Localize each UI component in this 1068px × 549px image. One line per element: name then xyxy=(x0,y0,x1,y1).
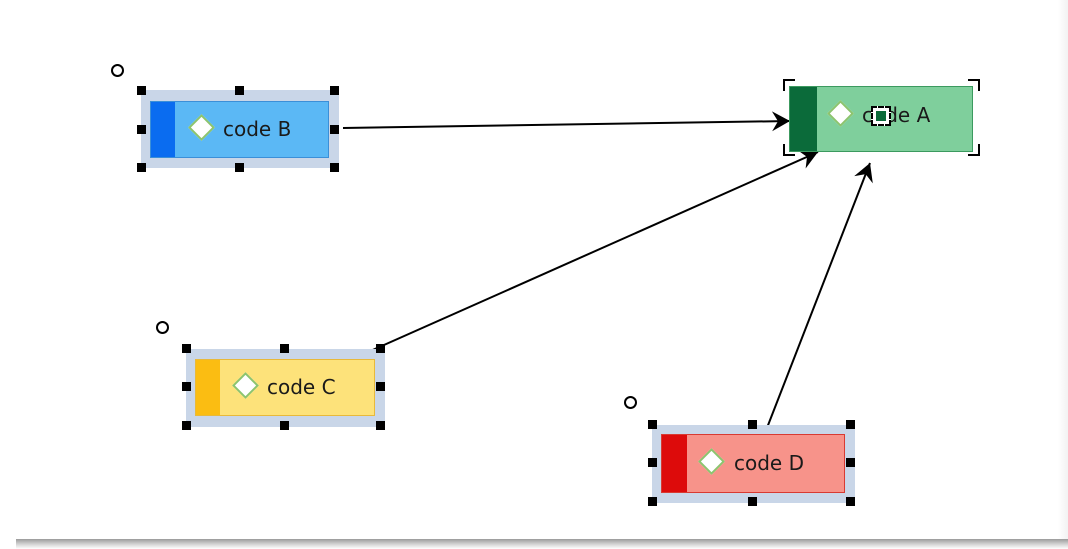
resize-handle-e[interactable] xyxy=(376,382,385,391)
resize-handle-n[interactable] xyxy=(280,344,289,353)
node-code-c[interactable]: code C xyxy=(195,359,375,416)
resize-handle-w[interactable] xyxy=(648,458,657,467)
resize-handle-se[interactable] xyxy=(376,421,385,430)
diamond-icon xyxy=(188,114,215,141)
diamond-icon xyxy=(232,372,259,399)
resize-handle-sw[interactable] xyxy=(648,497,657,506)
node-label: code C xyxy=(267,375,336,399)
node-accent-bar xyxy=(151,102,175,157)
diamond-icon xyxy=(698,448,725,475)
rotate-handle[interactable] xyxy=(624,396,637,409)
resize-handle-se[interactable] xyxy=(846,497,855,506)
resize-handle-s[interactable] xyxy=(748,497,757,506)
edge-d-to-a[interactable] xyxy=(764,162,873,434)
edge-c-to-a[interactable] xyxy=(356,150,819,358)
corner-marker-sw xyxy=(783,144,795,156)
resize-handle-ne[interactable] xyxy=(376,344,385,353)
resize-handle-e[interactable] xyxy=(846,458,855,467)
node-accent-bar xyxy=(196,360,220,415)
edge-b-to-a[interactable] xyxy=(342,111,791,132)
resize-handle-sw[interactable] xyxy=(182,421,191,430)
resize-handle-se[interactable] xyxy=(330,163,339,172)
canvas-bottom-shadow xyxy=(16,539,1068,549)
diamond-icon xyxy=(827,100,854,127)
node-code-d[interactable]: code D xyxy=(661,434,845,493)
resize-handle-w[interactable] xyxy=(137,125,146,134)
resize-handle-ne[interactable] xyxy=(846,420,855,429)
resize-handle-n[interactable] xyxy=(748,420,757,429)
corner-marker-ne xyxy=(968,79,980,91)
node-accent-bar xyxy=(662,435,687,492)
corner-marker-se xyxy=(968,144,980,156)
resize-handle-w[interactable] xyxy=(182,382,191,391)
resize-handle-ne[interactable] xyxy=(330,86,339,95)
resize-handle-s[interactable] xyxy=(235,163,244,172)
canvas-edge-shadow xyxy=(1058,0,1068,549)
connection-point-center xyxy=(876,111,886,121)
resize-handle-nw[interactable] xyxy=(182,344,191,353)
rotate-handle[interactable] xyxy=(156,321,169,334)
node-accent-bar xyxy=(790,87,817,151)
rotate-handle[interactable] xyxy=(111,64,124,77)
resize-handle-e[interactable] xyxy=(330,125,339,134)
resize-handle-n[interactable] xyxy=(235,86,244,95)
node-label: code B xyxy=(223,117,292,141)
resize-handle-nw[interactable] xyxy=(648,420,657,429)
resize-handle-nw[interactable] xyxy=(137,86,146,95)
corner-marker-nw xyxy=(783,79,795,91)
connection-point-icon[interactable] xyxy=(871,106,891,126)
resize-handle-sw[interactable] xyxy=(137,163,146,172)
resize-handle-s[interactable] xyxy=(280,421,289,430)
node-code-b[interactable]: code B xyxy=(150,101,329,158)
node-label: code D xyxy=(734,451,804,475)
